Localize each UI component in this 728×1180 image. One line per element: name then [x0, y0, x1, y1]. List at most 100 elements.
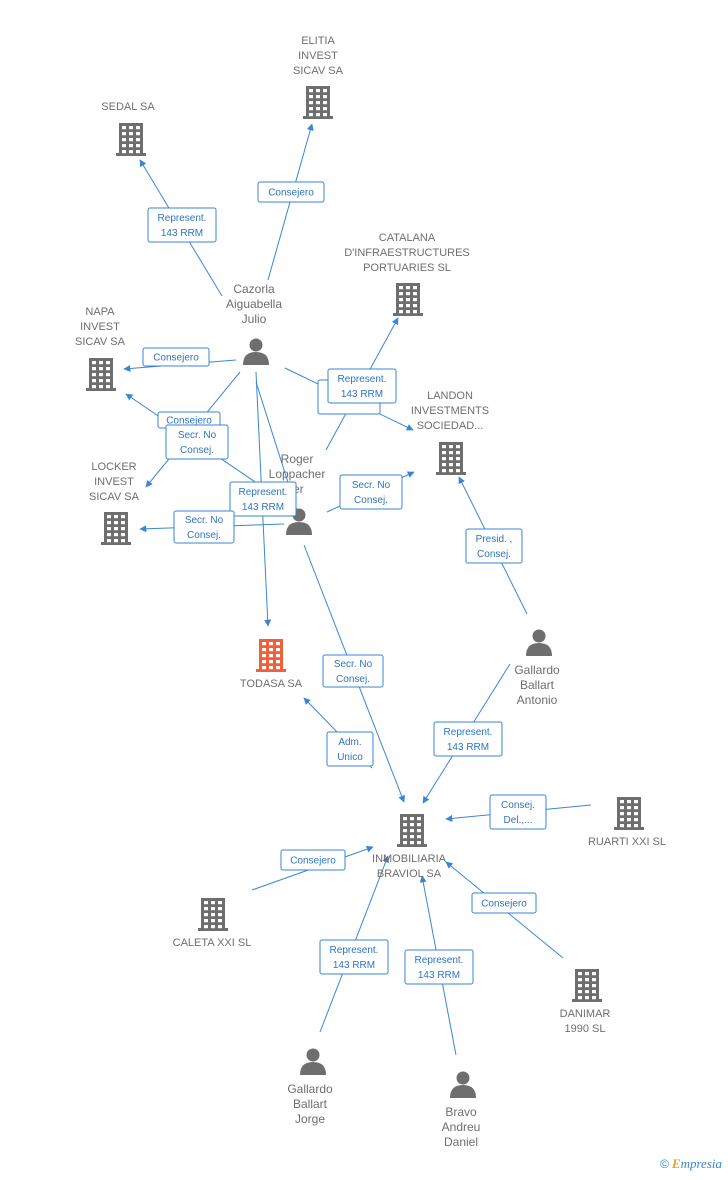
building-icon	[101, 512, 131, 545]
edge-label-text: 143 RRM	[242, 502, 284, 513]
edge-label-text: Secr. No	[334, 659, 373, 670]
building-icon	[86, 358, 116, 391]
node-label: CALETA XXI SL	[173, 937, 252, 949]
node-label: Julio	[242, 312, 267, 326]
edge-label-box	[319, 939, 389, 975]
edge-label-text: 143 RRM	[418, 970, 460, 981]
edge-label-gallardo_antonio-to-inmobiliaria[interactable]: Represent.143 RRM	[433, 721, 503, 757]
person-icon	[243, 338, 269, 365]
edge-label-text: Consejero	[481, 899, 527, 910]
edge-label-roger-to-catalana[interactable]: Represent. 143 RRM	[327, 368, 397, 404]
edge-label-gallardo_antonio-to-landon[interactable]: Presid. ,Consej.	[465, 528, 523, 564]
node-landon[interactable]: LANDONINVESTMENTSSOCIEDAD...	[411, 390, 489, 475]
node-label: SICAV SA	[89, 491, 140, 503]
edge-label-box	[433, 721, 503, 757]
node-label: Bravo	[445, 1105, 477, 1119]
person-icon	[450, 1071, 476, 1098]
node-label: Jorge	[295, 1112, 325, 1126]
edge-label-box	[489, 794, 547, 830]
edge-label-roger-to-inmobiliaria[interactable]: Secr. No Consej.	[322, 654, 384, 688]
edge-label-gallardo_jorge-to-inmobiliaria[interactable]: Represent.143 RRM	[319, 939, 389, 975]
node-locker[interactable]: LOCKER INVEST SICAV SA	[89, 461, 140, 545]
edge-label-box	[229, 481, 297, 517]
edge-label-text: Secr. No	[178, 430, 217, 441]
edge-label-danimar-to-inmobiliaria[interactable]: Consejero	[471, 892, 537, 914]
edge-label-box	[465, 528, 523, 564]
edge-label-box	[280, 849, 346, 871]
node-label: 1990 SL	[565, 1023, 606, 1035]
edge-label-text: 143 RRM	[333, 960, 375, 971]
brand-name: mpresia	[680, 1156, 722, 1171]
edge-label-text: Consejero	[153, 353, 199, 364]
node-label: RUARTI XXI SL	[588, 836, 666, 848]
building-icon	[397, 814, 427, 847]
edge-label-cazorla-to-napa[interactable]: Consejero	[142, 347, 210, 367]
node-label: INVESTMENTS	[411, 405, 489, 417]
edge-label-box	[322, 654, 384, 688]
edge-label-text: 143 RRM	[161, 228, 203, 239]
edge-label-box	[147, 207, 217, 243]
edge-label-caleta-to-inmobiliaria[interactable]: Consejero	[280, 849, 346, 871]
edge-label-cazorla-to-sedal[interactable]: Represent. 143 RRM	[147, 207, 217, 243]
node-label: Antonio	[517, 693, 558, 707]
edge-label-text: Consej.	[180, 445, 214, 456]
building-icon	[303, 86, 333, 119]
edge-label-text: Consejero	[290, 856, 336, 867]
node-label: Ballart	[293, 1097, 328, 1111]
node-todasa[interactable]: TODASA SA	[240, 639, 303, 690]
edge-label-cazorla-to-todasa[interactable]: Represent.143 RRM	[229, 481, 297, 517]
node-label: TODASA SA	[240, 678, 303, 690]
edge-label-ruarti-to-inmobiliaria[interactable]: Consej. Del.,...	[489, 794, 547, 830]
edge-label-bravo-to-inmobiliaria[interactable]: Represent.143 RRM	[404, 949, 474, 985]
node-sedal[interactable]: SEDAL SA	[101, 101, 155, 156]
node-ruarti[interactable]: RUARTI XXI SL	[588, 797, 666, 848]
brand-e: E	[671, 1156, 681, 1171]
edge-label-text: Consej.	[336, 674, 370, 685]
edge-label-text: 143 RRM	[341, 389, 383, 400]
node-label: Gallardo	[514, 663, 560, 677]
person-icon	[526, 629, 552, 656]
node-label: SOCIEDAD...	[417, 420, 484, 432]
node-label: Andreu	[442, 1120, 481, 1134]
building-icon	[436, 442, 466, 475]
node-label: Daniel	[444, 1135, 478, 1149]
edge-label-text: Del.,...	[504, 815, 533, 826]
edge-label-box	[257, 181, 325, 203]
edge-label-text: Represent.	[158, 213, 207, 224]
edge-label-roger-to-napa[interactable]: Secr. No Consej.	[165, 424, 229, 460]
edge-label-text: Presid. ,	[476, 534, 513, 545]
edge-label-text: Consej.	[187, 530, 221, 541]
edge-label-inmobiliaria-to-todasa[interactable]: Adm.Unico	[326, 731, 374, 767]
node-label: SICAV SA	[293, 65, 344, 77]
edge-label-cazorla-to-elitia[interactable]: Consejero	[257, 181, 325, 203]
edge-label-text: Consej.	[354, 495, 388, 506]
edge-label-text: Represent.	[338, 374, 387, 385]
node-caleta[interactable]: CALETA XXI SL	[173, 898, 252, 949]
node-label: Roger	[281, 452, 314, 466]
edge-label-text: 143 RRM	[447, 742, 489, 753]
building-icon	[116, 123, 146, 156]
edge-label-box	[173, 510, 235, 544]
building-icon	[393, 283, 423, 316]
node-label: PORTUARIES SL	[363, 262, 451, 274]
node-label: LOCKER	[91, 461, 136, 473]
node-label: INVEST	[94, 476, 134, 488]
edge-label-text: Consejero	[166, 416, 212, 427]
node-label: Loppacher	[269, 467, 326, 481]
node-label: Cazorla	[233, 282, 275, 296]
building-icon	[572, 969, 602, 1002]
edge-label-text: Consej.	[501, 800, 535, 811]
edge-label-box	[326, 731, 374, 767]
edge-label-text: Unico	[337, 752, 363, 763]
